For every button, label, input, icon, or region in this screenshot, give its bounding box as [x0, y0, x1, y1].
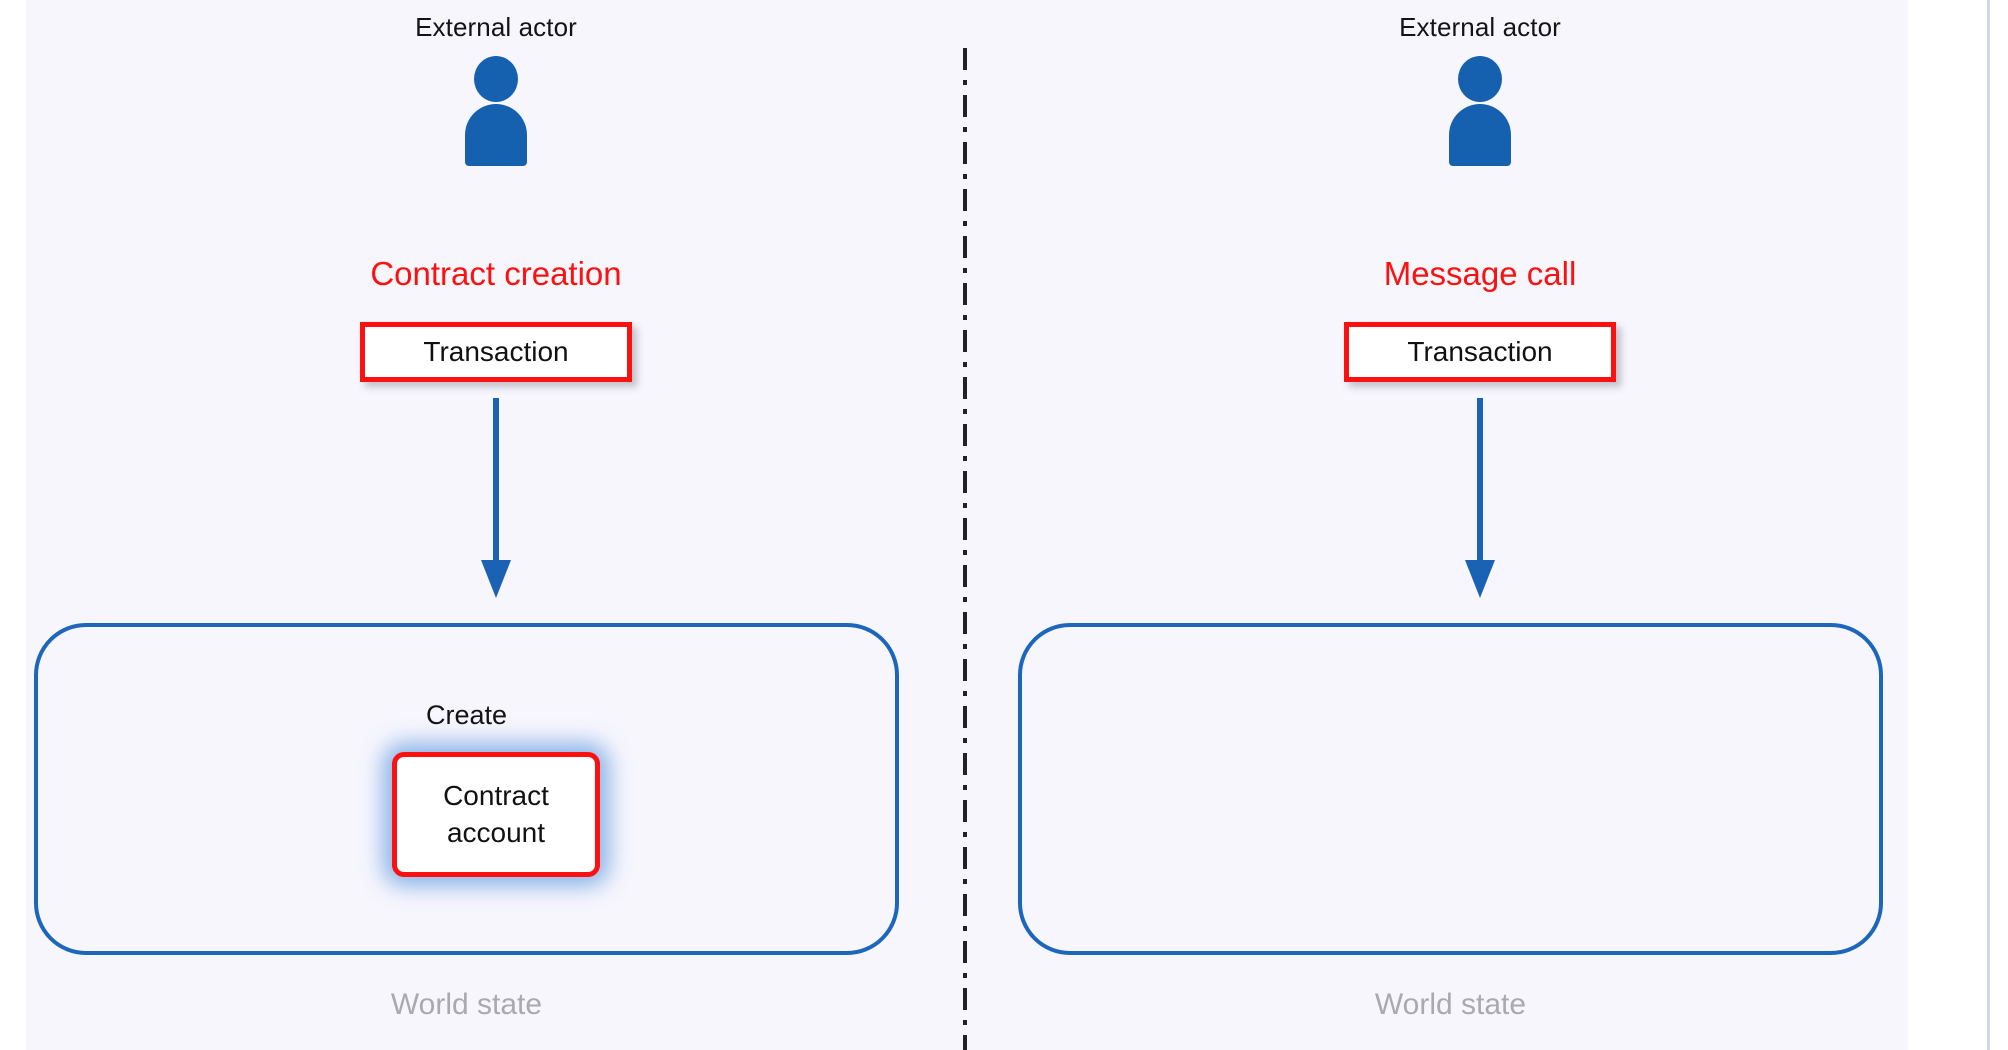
transaction-box[interactable]: Transaction	[1344, 322, 1616, 382]
arrow-down-icon	[1465, 398, 1495, 598]
person-body-shape	[1449, 104, 1511, 166]
slide-background	[26, 0, 1908, 1050]
arrow-head	[1465, 560, 1495, 598]
world-state-label: World state	[1374, 988, 1527, 1021]
world-state-container	[34, 623, 899, 955]
contract-account-line-1: Contract	[443, 779, 549, 811]
transaction-box[interactable]: Transaction	[360, 322, 632, 382]
person-body-shape	[465, 104, 527, 166]
create-label: Create	[425, 700, 508, 730]
contract-account-line-2: account	[446, 816, 546, 848]
panel-message-call: External actor Message call Transaction …	[1010, 0, 1950, 1050]
flow-title: Message call	[1383, 255, 1577, 292]
person-icon	[465, 56, 527, 166]
world-state-container: EOA Message EOA or CA	[1018, 623, 1883, 955]
actor-caption: External actor	[415, 12, 577, 42]
arrow-head	[481, 560, 511, 598]
person-icon	[1449, 56, 1511, 166]
panel-divider	[963, 48, 967, 1050]
actor-caption: External actor	[1399, 12, 1561, 42]
arrow-shaft	[493, 398, 499, 566]
arrow-down-icon	[481, 398, 511, 598]
right-edge-rule	[1987, 0, 1990, 1050]
person-head-shape	[474, 56, 518, 102]
person-head-shape	[1458, 56, 1502, 102]
world-state-label: World state	[390, 988, 543, 1021]
contract-account-box[interactable]: Contract account	[392, 752, 600, 877]
arrow-shaft	[1477, 398, 1483, 566]
panel-contract-creation: External actor Contract creation Transac…	[26, 0, 966, 1050]
flow-title: Contract creation	[370, 255, 622, 292]
